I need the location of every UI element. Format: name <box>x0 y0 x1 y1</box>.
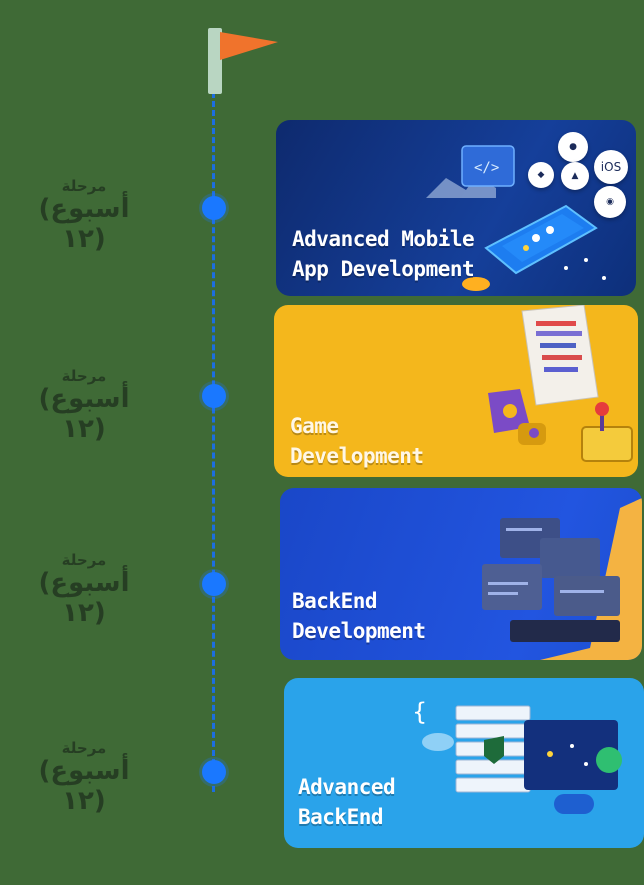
step-label-3: مرحلة (أسبوع ١٢) <box>20 551 148 629</box>
step-label-3-duration: (أسبوع ١٢) <box>38 568 130 629</box>
step-label-2-duration: (أسبوع ١٢) <box>38 384 130 445</box>
svg-text:</>: </> <box>474 160 499 176</box>
step-label-2-phase: مرحلة <box>61 367 107 385</box>
step-label-4-phase: مرحلة <box>61 739 107 757</box>
flag-pole <box>208 28 222 94</box>
backend-illustration <box>482 498 642 660</box>
card-title-line2: Development <box>292 619 426 643</box>
card-mobile-development[interactable]: </> ● ◆ ▲ iOS ◉ Advanced Mobile App Deve… <box>276 120 636 296</box>
card-game-development[interactable]: Game Development <box>274 305 638 477</box>
timeline-node-4 <box>202 760 226 784</box>
timeline-node-3 <box>202 572 226 596</box>
step-label-4: مرحلة (أسبوع ١٢) <box>20 739 148 817</box>
card-title-line1: Advanced Mobile <box>292 227 475 251</box>
ios-logo-icon: iOS <box>594 150 628 184</box>
ios-label: iOS <box>600 160 622 174</box>
card-title: Advanced BackEnd <box>298 772 396 832</box>
step-label-1: مرحلة (أسبوع ١٢) <box>20 177 148 255</box>
step-label-1-phase: مرحلة <box>61 177 107 195</box>
step-label-2: مرحلة (أسبوع ١٢) <box>20 367 148 445</box>
card-title-line1: Game <box>290 414 339 438</box>
card-title-line2: Development <box>290 444 424 468</box>
kotlin-logo-icon: ◉ <box>594 186 626 218</box>
step-label-4-duration: (أسبوع ١٢) <box>38 756 130 817</box>
mobile-illustration: </> <box>426 145 606 291</box>
card-title: BackEnd Development <box>292 586 426 646</box>
apple-logo-icon: ● <box>558 132 588 162</box>
card-title-line1: BackEnd <box>292 589 378 613</box>
timeline-line <box>212 92 215 792</box>
step-label-3-phase: مرحلة <box>61 551 107 569</box>
svg-text:{: { <box>412 698 427 726</box>
card-title: Advanced Mobile App Development <box>292 224 475 284</box>
flutter-logo-icon: ▲ <box>561 162 589 190</box>
advanced-backend-illustration: { <box>412 698 622 814</box>
card-title: Game Development <box>290 411 424 471</box>
android-logo-icon: ◆ <box>528 162 554 188</box>
step-label-1-duration: (أسبوع ١٢) <box>38 194 130 255</box>
card-advanced-backend[interactable]: { Advanced BackEnd <box>284 678 644 848</box>
timeline-node-1 <box>202 196 226 220</box>
card-backend-development[interactable]: BackEnd Development <box>280 488 642 660</box>
flag-icon <box>220 32 278 60</box>
game-illustration <box>488 305 633 462</box>
card-title-line2: App Development <box>292 257 475 281</box>
card-title-line1: Advanced <box>298 775 396 799</box>
card-title-line2: BackEnd <box>298 805 384 829</box>
timeline-node-2 <box>202 384 226 408</box>
